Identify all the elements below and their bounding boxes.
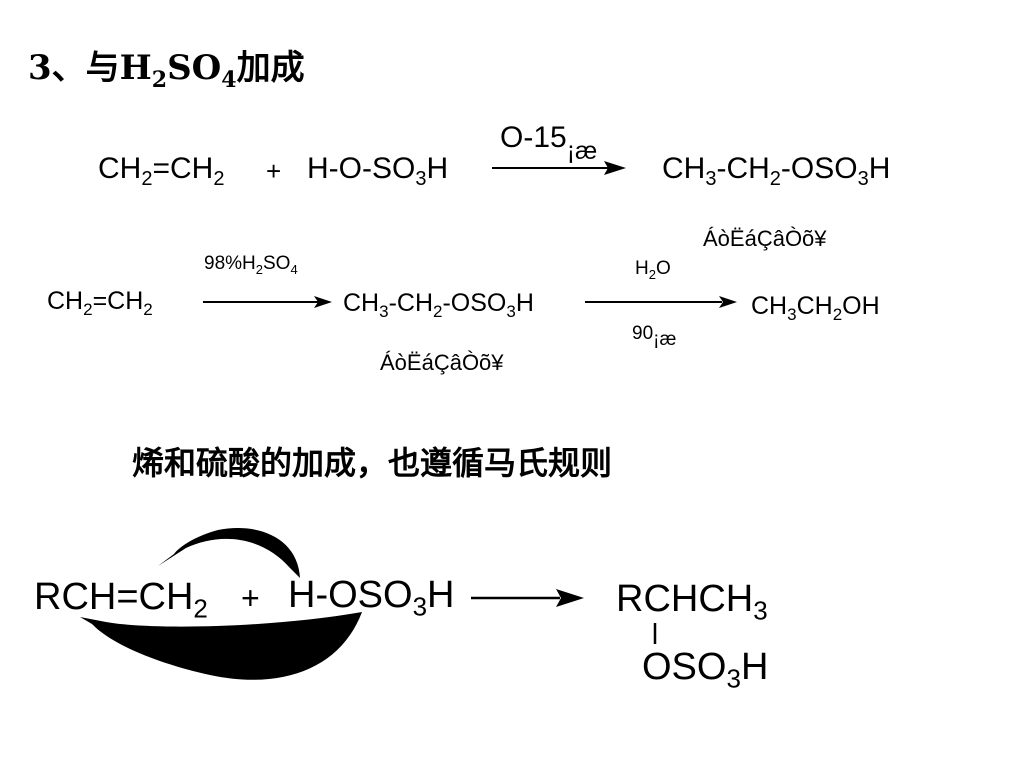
formula-part: RCHCH (616, 578, 754, 620)
formula-part: -CH (388, 289, 434, 317)
condition-unit: ¡æ (566, 137, 598, 165)
subscript: 3 (726, 663, 741, 694)
subscript: 3 (379, 302, 389, 321)
formula-part: CH (47, 287, 84, 315)
reaction1-reactant-sulfuric-acid: H-O-SO3H (307, 152, 448, 191)
reaction3-product-bottom: OSO3H (642, 646, 768, 695)
condition-unit: ¡æ (653, 329, 677, 350)
condition-temp: 90 (632, 323, 654, 344)
reaction3-alkene: RCH=CH2 (34, 576, 208, 625)
formula-part: -CH (716, 152, 770, 185)
subscript: 3 (753, 595, 768, 626)
subscript: 2 (213, 168, 225, 190)
formula-part: H (740, 646, 769, 688)
reaction1-arrow (492, 161, 626, 175)
formula-part: OH (842, 292, 880, 320)
reaction2-intermediate-note: ÁòËáÇâÒõ¥ (380, 350, 504, 375)
formula-part: H (427, 574, 455, 616)
formula-part: CH (343, 289, 380, 317)
subscript: 2 (143, 300, 153, 319)
formula-part: H-O-SO (307, 152, 416, 185)
reaction1-reactant-ethylene: CH2=CH2 (98, 152, 224, 191)
condition-part: H (635, 258, 649, 279)
formula-part: -OSO (442, 289, 507, 317)
lower-curved-electron-arrow (80, 612, 362, 680)
title-sub-4: 4 (221, 66, 237, 93)
formula-part: CH (98, 152, 142, 185)
reaction2-arrow2 (585, 296, 737, 308)
reaction1-condition: O-15¡æ (500, 121, 597, 165)
subscript: 2 (832, 305, 843, 324)
subscript: 3 (412, 591, 428, 622)
slide-title: 3、与H2SO4加成 (28, 40, 305, 93)
subscript: 3 (705, 168, 717, 190)
subscript: 3 (787, 305, 797, 324)
condition-part: SO (262, 253, 291, 274)
formula-part: -OSO (780, 152, 858, 185)
title-suffix: 加成 (236, 48, 305, 88)
reaction1-product-note: ÁòËáÇâÒõ¥ (703, 226, 827, 251)
subscript: 3 (415, 168, 427, 190)
subscript: 2 (141, 168, 153, 190)
formula-part: CH (662, 152, 706, 185)
reaction3-plus: + (241, 580, 260, 616)
markovnikov-rule-text: 烯和硫酸的加成，也遵循马氏规则 (132, 444, 613, 482)
title-h: H (119, 48, 152, 88)
subscript: 2 (769, 168, 781, 190)
title-sub-2: 2 (151, 66, 168, 93)
title-prefix: 3、与 (28, 48, 120, 88)
formula-part: CH (796, 292, 833, 320)
reaction3-acid: H-OSO3H (288, 574, 454, 623)
reaction3-arrow (471, 589, 584, 607)
reaction2-arrow1 (203, 296, 332, 308)
condition-part: O (655, 258, 671, 279)
formula-part: H (426, 152, 449, 185)
reaction2-condition2: H2O (635, 258, 671, 282)
reaction2-product-ethanol: CH3CH2OH (751, 292, 880, 325)
upper-curved-electron-arrow (158, 528, 300, 578)
formula-part: =CH (92, 287, 144, 315)
formula-part: RCH=CH (34, 576, 194, 618)
title-so: SO (167, 48, 222, 88)
subscript: 3 (506, 302, 516, 321)
formula-part: H-OSO (288, 574, 413, 616)
reaction3-product-top: RCHCH3 (616, 578, 768, 627)
condition-temp: O-15 (500, 121, 567, 154)
reaction1-product: CH3-CH2-OSO3H (662, 152, 890, 191)
formula-part: H (515, 289, 534, 317)
subscript: 2 (255, 261, 263, 277)
formula-part: OSO (642, 646, 727, 688)
reaction2-condition3: 90¡æ (632, 323, 676, 350)
reaction2-condition1: 98%H2SO4 (204, 253, 298, 277)
subscript: 4 (290, 261, 298, 277)
subscript: 2 (433, 302, 443, 321)
formula-part: H (868, 152, 891, 185)
formula-part: =CH (152, 152, 214, 185)
subscript: 2 (83, 300, 93, 319)
subscript: 2 (193, 593, 208, 624)
subscript: 3 (857, 168, 869, 190)
subscript: 2 (648, 266, 656, 282)
reaction2-intermediate: CH3-CH2-OSO3H (343, 289, 534, 322)
reaction2-reactant-ethylene: CH2=CH2 (47, 287, 153, 320)
condition-part: 98%H (204, 253, 256, 274)
formula-part: CH (751, 292, 788, 320)
reaction1-plus: + (266, 156, 282, 186)
